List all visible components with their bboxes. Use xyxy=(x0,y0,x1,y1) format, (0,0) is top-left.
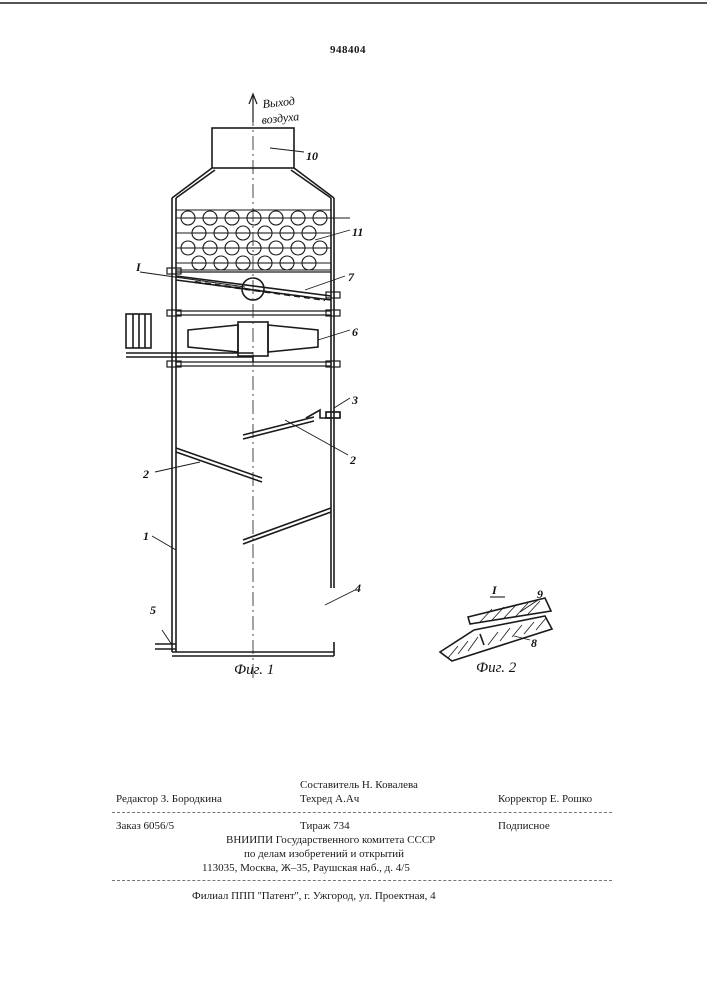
order: Заказ 6056/5 xyxy=(116,820,174,832)
inclined-plate-7 xyxy=(176,276,331,300)
compiler: Составитель Н. Ковалева xyxy=(300,779,418,791)
air-exit-label-line1: Выход xyxy=(262,94,296,111)
nozzle-3 xyxy=(306,410,340,418)
baffle-shelves xyxy=(176,417,331,544)
techred: Техред А.Ач xyxy=(300,793,359,805)
org-line2: по делам изобретений и открытий xyxy=(244,848,404,860)
label-2-right: 2 xyxy=(349,453,356,467)
label-1: 1 xyxy=(143,529,149,543)
technical-drawing: Выход воздуха 10 11 I 7 6 3 2 2 1 4 5 Фи… xyxy=(0,0,707,700)
motor xyxy=(126,314,253,357)
detail-marker-fig2: I xyxy=(491,583,498,597)
corrector: Корректор Е. Рошко xyxy=(498,793,592,805)
fig2-caption: Фиг. 2 xyxy=(476,660,517,676)
label-2-left: 2 xyxy=(142,467,149,481)
branch-line: Филиал ППП ''Патент'', г. Ужгород, ул. П… xyxy=(192,890,436,902)
label-10: 10 xyxy=(306,149,318,163)
label-7: 7 xyxy=(348,270,355,284)
label-8: 8 xyxy=(531,636,537,650)
org-line1: ВНИИПИ Государственного комитета СССР xyxy=(226,834,435,846)
drain-pipe-5 xyxy=(155,644,176,649)
subscription: Подписное xyxy=(498,820,550,832)
circulation: Тираж 734 xyxy=(300,820,350,832)
org-address: 113035, Москва, Ж–35, Раушская наб., д. … xyxy=(202,862,410,874)
label-6: 6 xyxy=(352,325,358,339)
tubes xyxy=(181,211,327,270)
label-9: 9 xyxy=(537,587,543,601)
label-11: 11 xyxy=(352,225,363,239)
imprint-divider-1 xyxy=(112,812,612,813)
label-4: 4 xyxy=(354,581,361,595)
fig1-caption: Фиг. 1 xyxy=(234,662,274,678)
editor: Редактор З. Бородкина xyxy=(116,793,222,805)
label-3: 3 xyxy=(351,393,358,407)
imprint-divider-2 xyxy=(112,880,612,881)
air-exit-label-line2: воздуха xyxy=(261,109,300,127)
label-5: 5 xyxy=(150,603,156,617)
